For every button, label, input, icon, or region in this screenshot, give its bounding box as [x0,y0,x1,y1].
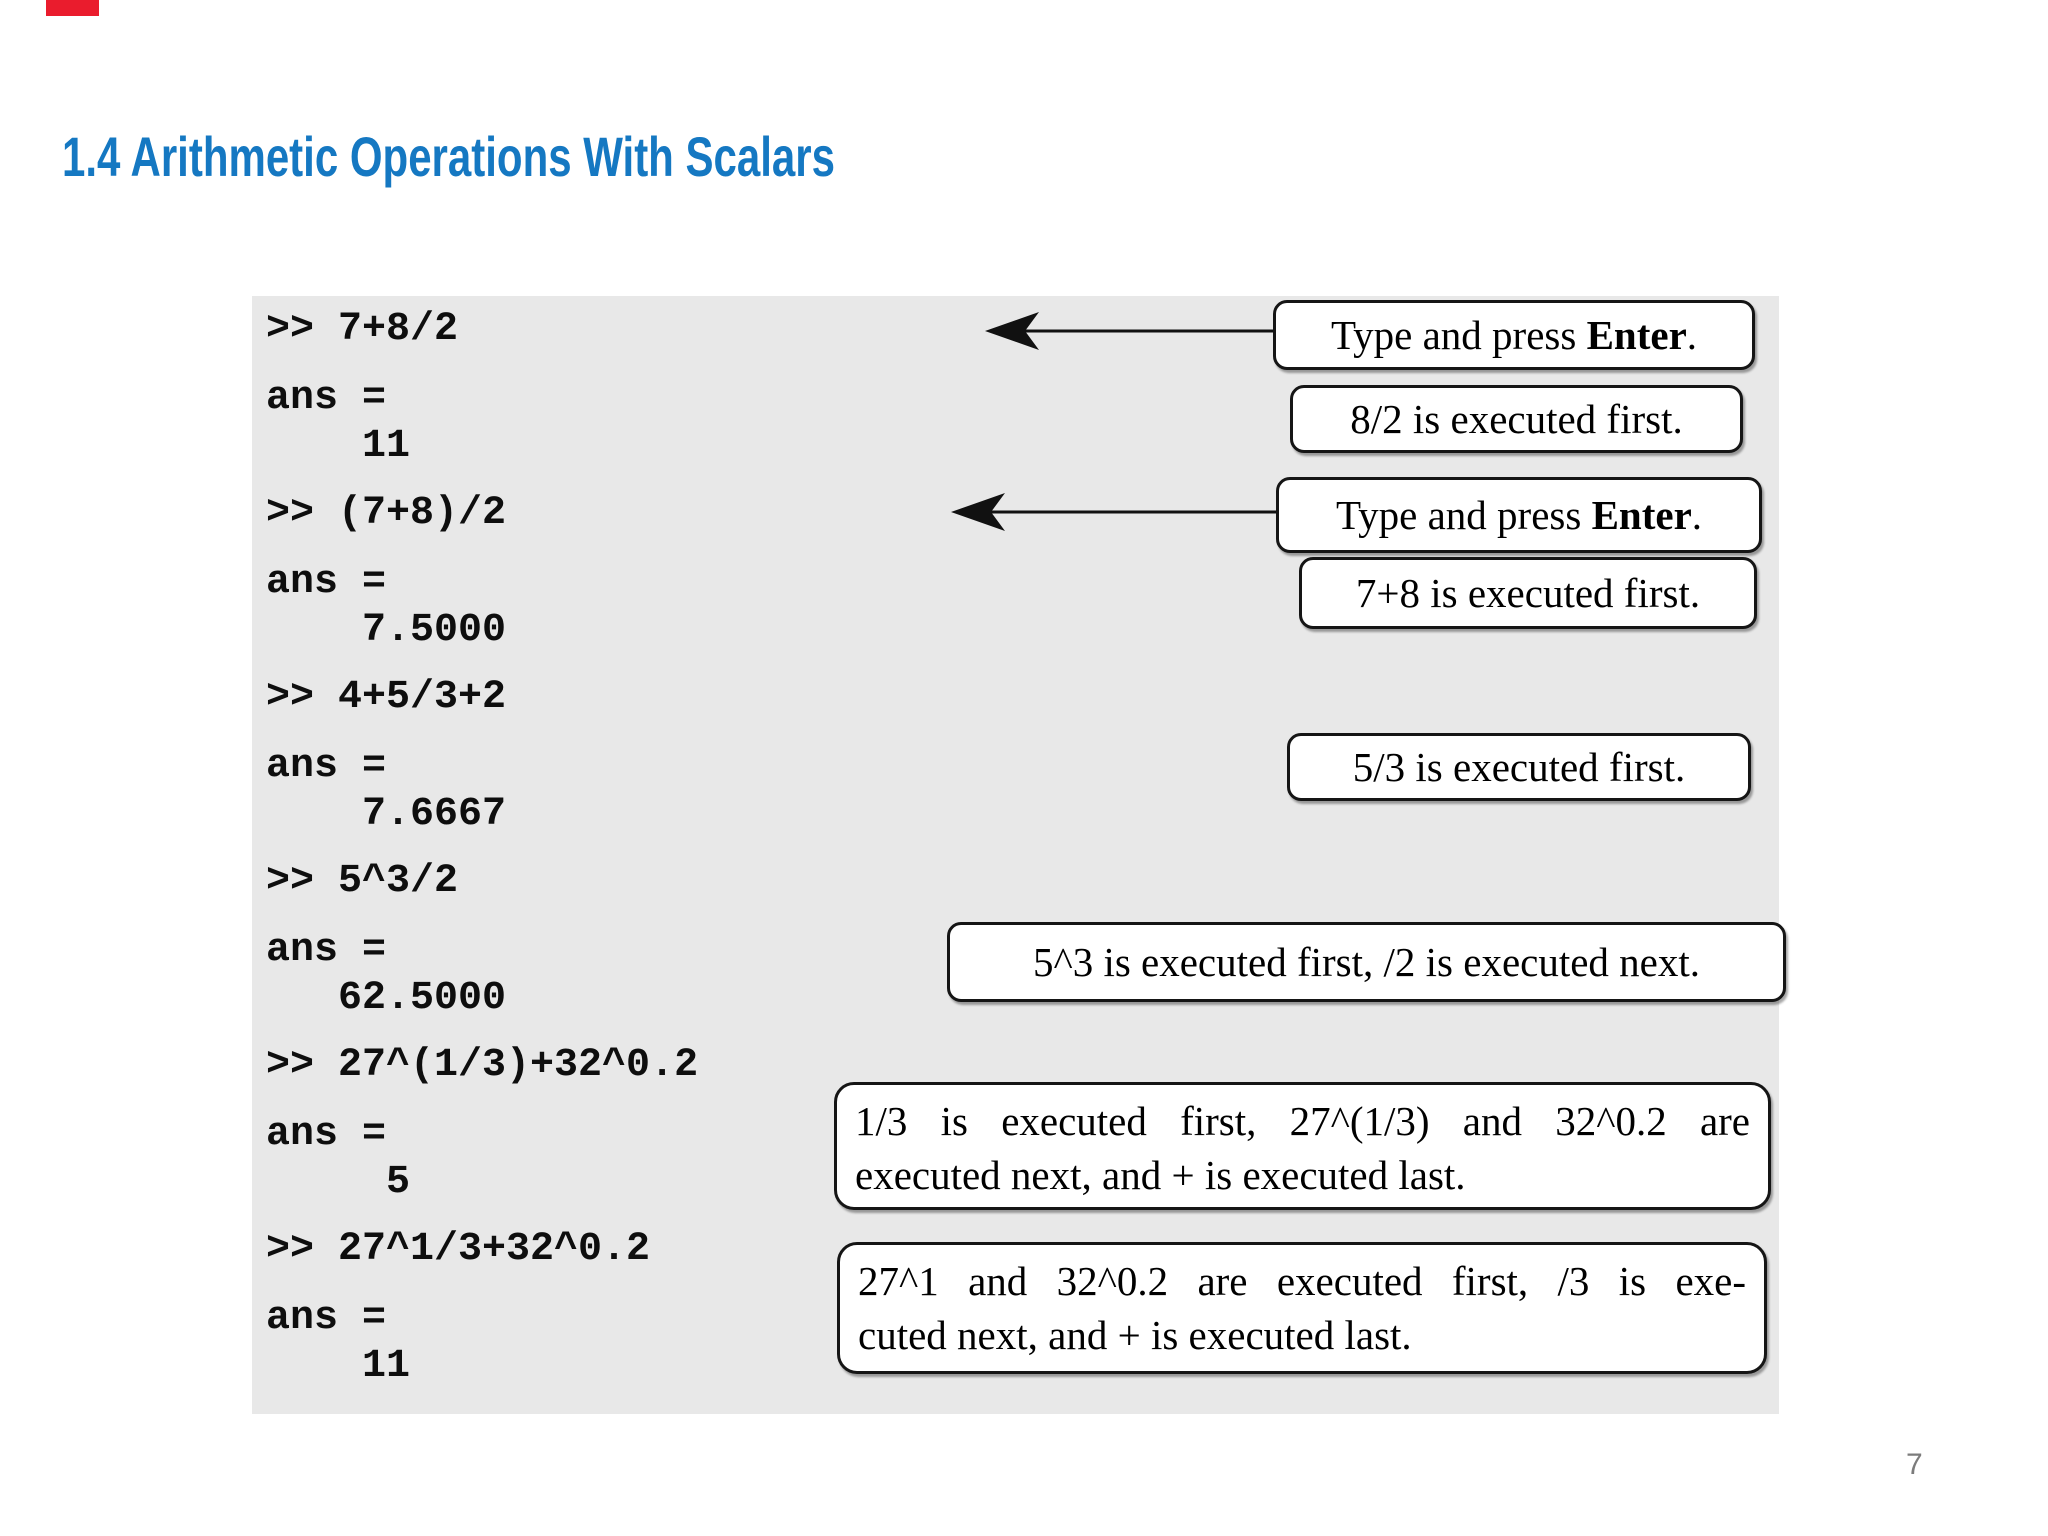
console-group: >> 7+8/2 ans = 11 [266,306,698,471]
console-ans-label: ans = [266,1112,387,1157]
console-command: >> (7+8)/2 [266,491,507,536]
arrow-to-first-command [985,312,1275,350]
callout-8-div-2-first: 8/2 is executed first. [1290,385,1743,453]
console-group: >> 5^3/2 ans = 62.5000 [266,858,698,1023]
console-command: >> 7+8/2 [266,307,459,352]
console-command: >> 27^(1/3)+32^0.2 [266,1043,699,1088]
callout-text: 5^3 is executed first, /2 is executed ne… [1032,939,1701,985]
console-command: >> 27^1/3+32^0.2 [266,1227,651,1272]
callout-1-div-3-first: 1/3 is executed first, 27^(1/3) and 32^0… [834,1082,1771,1210]
console-result: 11 [266,424,411,469]
console-result: 62.5000 [266,976,507,1021]
console-group: >> (7+8)/2 ans = 7.5000 [266,490,698,655]
console-ans-label: ans = [266,928,387,973]
console-result: 7.6667 [266,792,507,837]
console-group: >> 27^(1/3)+32^0.2 ans = 5 [266,1042,698,1207]
callout-type-enter-1: Type and press Enter. [1273,300,1755,370]
callout-type-enter-2: Type and press Enter. [1276,477,1762,553]
page-number: 7 [1906,1448,1923,1481]
console-command: >> 5^3/2 [266,859,459,904]
record-marker [46,0,99,16]
callout-text: 8/2 is executed first. [1350,396,1683,442]
callout-text: 7+8 is executed first. [1355,570,1701,616]
callout-text: Type and press Enter. [1335,492,1703,538]
console-ans-label: ans = [266,376,387,421]
callout-text: Type and press Enter. [1330,312,1698,358]
console-code: >> 7+8/2 ans = 11 >> (7+8)/2 ans = 7.500… [266,306,698,1391]
console-result: 5 [266,1160,411,1205]
console-group: >> 27^1/3+32^0.2 ans = 11 [266,1226,698,1391]
callout-line-1: 1/3 is executed first, 27^(1/3) and 32^0… [855,1098,1750,1144]
callout-line-1: 27^1 and 32^0.2 are executed first, /3 i… [858,1258,1746,1304]
callout-27-pow-1-first: 27^1 and 32^0.2 are executed first, /3 i… [837,1242,1767,1374]
callout-line-2: executed next, and + is executed last. [855,1152,1466,1198]
callout-7-plus-8-first: 7+8 is executed first. [1299,557,1757,629]
console-result: 11 [266,1344,411,1389]
callout-text: 5/3 is executed first. [1352,744,1686,790]
console-group: >> 4+5/3+2 ans = 7.6667 [266,674,698,839]
console-command: >> 4+5/3+2 [266,675,507,720]
console-ans-label: ans = [266,744,387,789]
page-title: 1.4 Arithmetic Operations With Scalars [62,125,835,188]
callout-5-pow-3-first: 5^3 is executed first, /2 is executed ne… [947,922,1786,1002]
console-result: 7.5000 [266,608,507,653]
callout-line-2: cuted next, and + is executed last. [858,1312,1412,1358]
console-ans-label: ans = [266,1296,387,1341]
callout-5-div-3-first: 5/3 is executed first. [1287,733,1751,801]
arrow-to-second-command [951,493,1277,531]
console-ans-label: ans = [266,560,387,605]
